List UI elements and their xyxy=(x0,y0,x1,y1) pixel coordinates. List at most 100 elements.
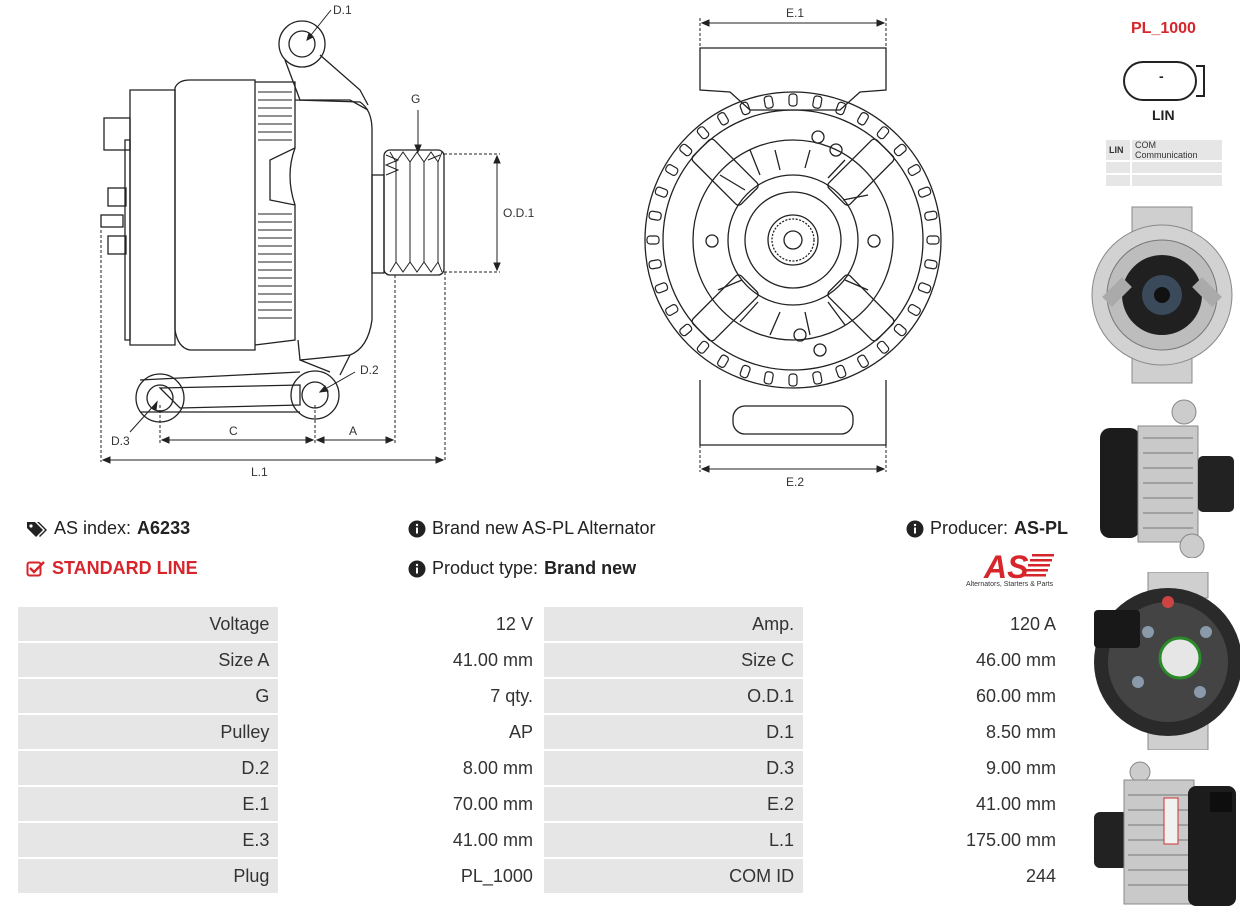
spec-value: 175.00 mm xyxy=(805,823,1065,857)
spec-value: 60.00 mm xyxy=(805,679,1065,713)
housing-slot xyxy=(739,364,751,379)
spec-value: 41.00 mm xyxy=(280,643,542,677)
housing-slot xyxy=(679,143,693,157)
tags-icon xyxy=(27,521,47,537)
as-index-value: A6233 xyxy=(137,518,191,538)
dim-label-d3: D.3 xyxy=(111,434,130,448)
alternator-photo-angle xyxy=(1094,761,1236,906)
as-logo: AS Alternators, Starters & Parts xyxy=(962,546,1070,592)
housing-slot xyxy=(648,210,662,221)
pin-id xyxy=(1106,162,1130,173)
housing-slot xyxy=(717,112,729,126)
spec-label: Size A xyxy=(18,643,279,677)
housing-slot xyxy=(665,164,679,176)
housing-slot xyxy=(857,354,869,368)
housing-slot xyxy=(917,186,932,198)
housing-slot xyxy=(876,340,890,354)
standard-line-label: STANDARD LINE xyxy=(52,558,198,578)
dim-label-e2: E.2 xyxy=(786,475,805,489)
housing-slot xyxy=(917,282,932,294)
housing-slot xyxy=(665,304,679,316)
dim-label-l1: L.1 xyxy=(251,465,268,479)
pin-id xyxy=(1106,175,1130,186)
pin-row xyxy=(1106,175,1222,186)
housing-slot xyxy=(788,373,798,387)
spec-value: 41.00 mm xyxy=(280,823,542,857)
product-type: Product type: Brand new xyxy=(408,558,636,579)
spec-value: 46.00 mm xyxy=(805,643,1065,677)
spec-label: Amp. xyxy=(543,607,804,641)
spec-label: Size C xyxy=(543,643,804,677)
spec-value: 8.50 mm xyxy=(805,715,1065,749)
housing-slot xyxy=(835,364,847,379)
spec-value: 70.00 mm xyxy=(280,787,542,821)
plug-title: PL_1000 xyxy=(1131,20,1196,37)
brand-info: Brand new AS-PL Alternator xyxy=(408,518,655,539)
plug-connector-icon xyxy=(1123,61,1205,101)
producer-value: AS-PL xyxy=(1014,518,1069,538)
as-index-label: AS index: xyxy=(54,518,132,538)
housing-slot xyxy=(812,371,823,385)
logo-tagline: Alternators, Starters & Parts xyxy=(966,581,1054,588)
housing-slot xyxy=(739,101,751,116)
housing-slot xyxy=(717,354,729,368)
front-view-drawing xyxy=(644,18,942,473)
pin-id: LIN xyxy=(1106,140,1130,160)
housing-slot xyxy=(763,95,774,109)
checkbox-checked-icon xyxy=(26,560,45,576)
brand-text: Brand new AS-PL Alternator xyxy=(432,518,656,538)
producer-label: Producer: xyxy=(930,518,1009,538)
spec-value: 244 xyxy=(805,859,1065,893)
housing-slot xyxy=(696,340,710,354)
spec-label: D.2 xyxy=(18,751,279,785)
spec-value: 9.00 mm xyxy=(805,751,1065,785)
spec-label: E.1 xyxy=(18,787,279,821)
housing-slot xyxy=(654,186,669,198)
alternator-photo-rear xyxy=(1094,572,1240,750)
spec-value: PL_1000 xyxy=(280,859,542,893)
spec-label: D.3 xyxy=(543,751,804,785)
housing-slot xyxy=(812,95,823,109)
spec-value: 12 V xyxy=(280,607,542,641)
housing-slot xyxy=(654,282,669,294)
spec-value: 7 qty. xyxy=(280,679,542,713)
pin-desc xyxy=(1132,162,1222,173)
logo-mark: AS xyxy=(983,549,1029,585)
info-icon xyxy=(906,520,924,537)
housing-slot xyxy=(907,164,921,176)
housing-slot xyxy=(646,235,660,245)
dim-label-e1: E.1 xyxy=(786,6,805,20)
housing-slot xyxy=(924,259,938,270)
housing-slot xyxy=(907,304,921,316)
standard-line: STANDARD LINE xyxy=(26,558,198,579)
spec-value: 41.00 mm xyxy=(805,787,1065,821)
housing-slot xyxy=(876,126,890,140)
spec-label: O.D.1 xyxy=(543,679,804,713)
housing-slot xyxy=(788,93,798,107)
pin-desc: COM Communication xyxy=(1132,140,1222,160)
spec-label: Plug xyxy=(18,859,279,893)
pin-row xyxy=(1106,162,1222,173)
dim-label-d2: D.2 xyxy=(360,363,379,377)
housing-slot xyxy=(926,235,940,245)
housing-slot xyxy=(893,323,907,337)
plug-pin-symbol: - xyxy=(1159,68,1164,84)
product-type-value: Brand new xyxy=(544,558,637,578)
dim-label-od1: O.D.1 xyxy=(503,206,535,220)
producer: Producer: AS-PL xyxy=(906,518,1068,539)
spec-value: 8.00 mm xyxy=(280,751,542,785)
pin-desc xyxy=(1132,175,1222,186)
side-view-drawing xyxy=(100,9,501,464)
spec-label: D.1 xyxy=(543,715,804,749)
